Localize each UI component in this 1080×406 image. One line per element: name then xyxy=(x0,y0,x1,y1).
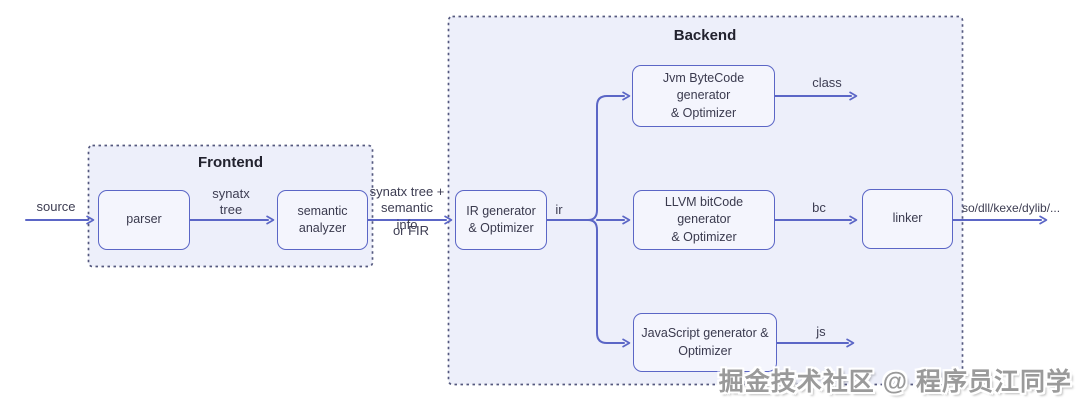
frontend-title: Frontend xyxy=(198,154,263,171)
label-or-fir: or FIR xyxy=(392,223,430,238)
arrow-branch-to-jvm xyxy=(587,91,631,221)
watermark-text: 掘金技术社区 @ 程序员江同学 xyxy=(718,368,1072,396)
label-syntax-tree-semantic-info: synatx tree + semantic info xyxy=(369,184,445,232)
label-js: js xyxy=(816,324,826,339)
node-parser: parser xyxy=(98,190,190,250)
arrow-branch-to-js xyxy=(587,219,631,348)
label-syntax-tree: synatx tree xyxy=(212,186,250,218)
label-source: source xyxy=(36,199,76,214)
node-semantic-analyzer: semantic analyzer xyxy=(277,190,368,250)
node-javascript-generator: JavaScript generator & Optimizer xyxy=(633,313,777,372)
node-jvm-bytecode-generator: Jvm ByteCode generator & Optimizer xyxy=(632,65,775,127)
node-linker: linker xyxy=(862,189,953,249)
label-ir: ir xyxy=(555,202,563,217)
backend-title: Backend xyxy=(673,27,737,44)
node-llvm-bitcode-generator: LLVM bitCode generator & Optimizer xyxy=(633,190,775,250)
label-native-output: so/dll/kexe/dylib/... xyxy=(962,201,1061,215)
label-bc: bc xyxy=(812,200,826,215)
label-class: class xyxy=(812,75,842,90)
node-ir-generator: IR generator & Optimizer xyxy=(455,190,547,250)
